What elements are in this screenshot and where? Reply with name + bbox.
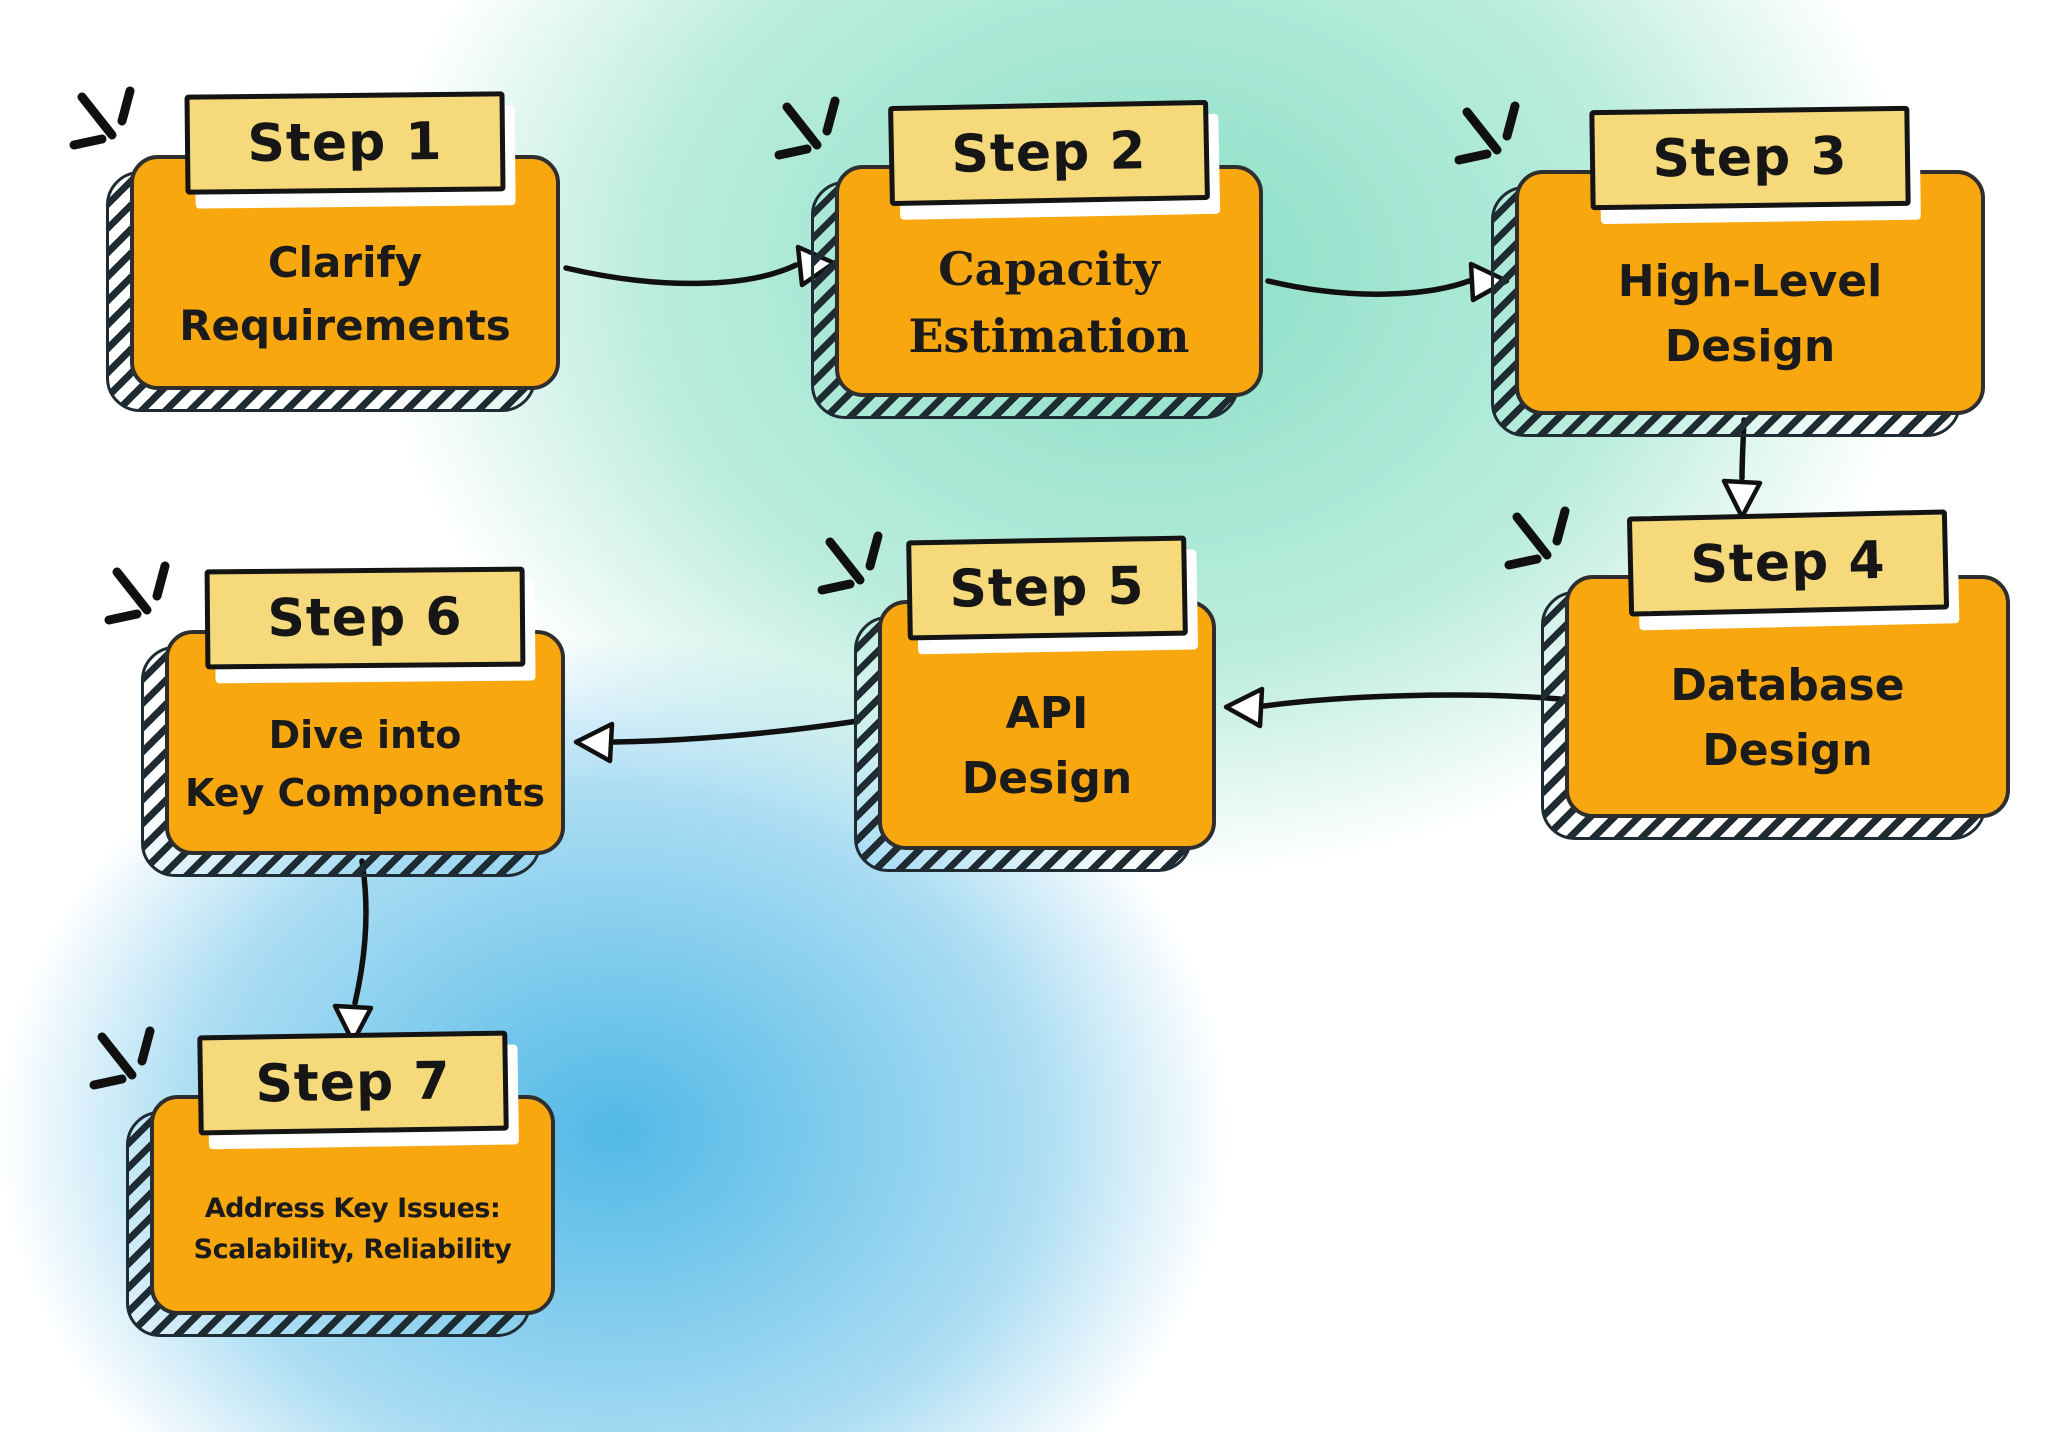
step-4: Database Design Step 4 [1504,506,2010,840]
step-2-label: Step 2 [888,99,1210,207]
arrow-step2-step3 [1265,261,1510,303]
step-2-title: Capacity Estimation [843,221,1255,385]
step-6-title-line: Key Components [184,770,546,815]
step-2: Capacity Estimation Step 2 [774,96,1263,419]
step-3-title: High-Level Design [1523,226,1977,403]
arrow-step1-step2 [563,244,837,288]
step-5-title-line: Design [961,753,1133,804]
step-7: Address Key Issues: Scalability, Reliabi… [89,1026,555,1337]
step-6-label: Step 6 [204,566,526,670]
step-7-title-line: Scalability, Reliability [193,1234,512,1265]
step-5: API Design Step 5 [817,531,1216,872]
step-2-title-line: Capacity [938,242,1160,297]
sparkle-icon [816,528,896,612]
step-6-title-line: Dive into [268,712,462,757]
arrow-step6-step7 [332,858,374,1045]
step-7-title-line: Address Key Issues: [204,1192,501,1224]
arrow-step5-step6 [573,718,861,764]
step-1-title-line: Requirements [179,300,511,350]
step-4-label: Step 4 [1626,509,1949,617]
sparkle-icon [68,83,148,167]
step-4-title-line: Design [1702,724,1873,776]
step-3: High-Level Design Step 3 [1454,101,1985,437]
step-6-title: Dive into Key Components [173,686,557,843]
step-3-label: Step 3 [1589,105,1911,211]
step-7-title: Address Key Issues: Scalability, Reliabi… [158,1155,547,1303]
sparkle-icon [88,1023,168,1107]
step-4-title-line: Database [1670,659,1905,711]
step-3-title-line: Design [1664,320,1836,372]
step-1-card [130,155,560,390]
step-1-title-line: Clarify [267,238,423,288]
sparkle-icon [773,93,853,177]
step-2-title-line: Estimation [908,309,1190,363]
arrow-step4-step5 [1223,686,1563,729]
step-7-label: Step 7 [196,1030,509,1136]
step-1-title: Clarify Requirements [138,211,552,378]
sparkle-icon [1503,503,1583,587]
step-3-title-line: High-Level [1617,255,1883,307]
step-5-title-line: API [1005,688,1089,740]
sparkle-icon [1453,98,1533,182]
step-1: Clarify Requirements Step 1 [69,86,560,412]
sparkle-icon [103,558,183,642]
step-5-title: API Design [886,656,1208,838]
step-5-label: Step 5 [906,535,1188,641]
step-1-label: Step 1 [184,91,506,195]
step-4-title: Database Design [1573,631,2002,806]
step-6: Dive into Key Components Step 6 [104,561,565,877]
